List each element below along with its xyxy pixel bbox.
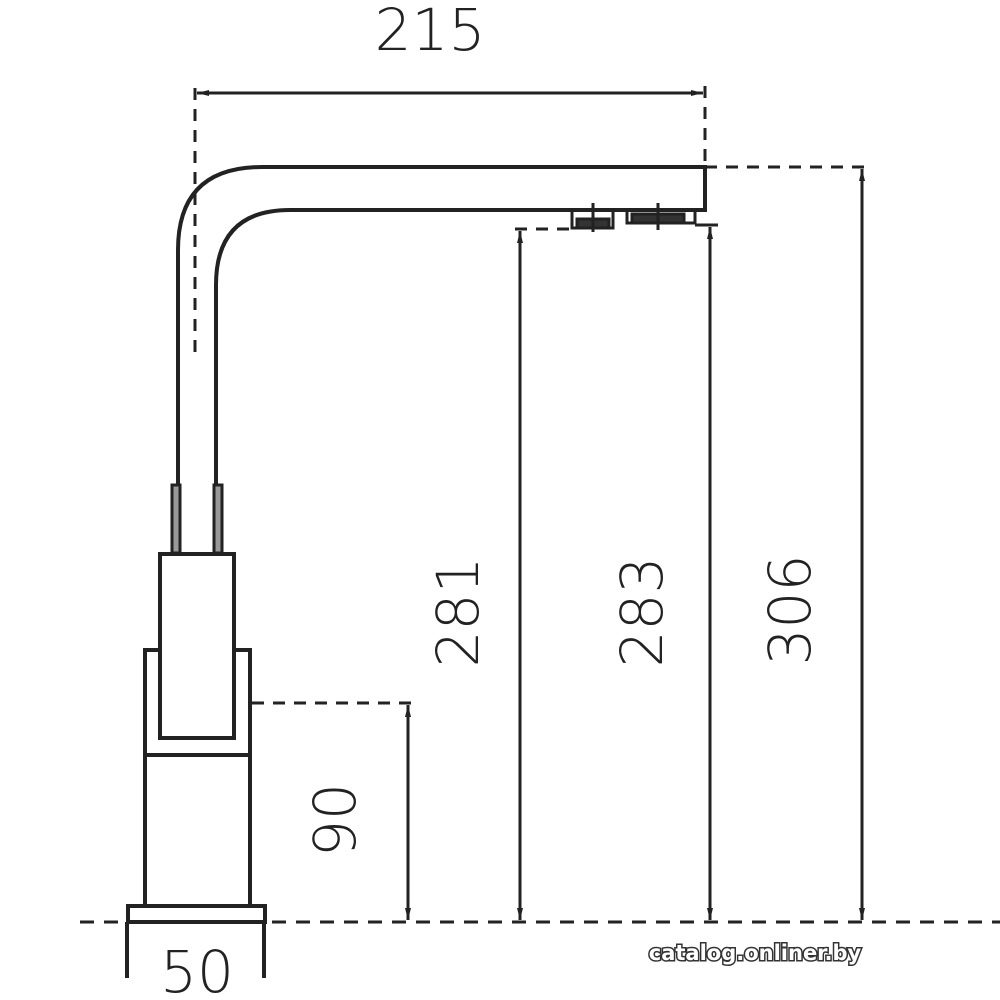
dim-90-label: 90	[301, 783, 369, 857]
base-plate	[126, 904, 267, 924]
body-upper	[143, 648, 252, 905]
aerator-left	[570, 203, 615, 232]
dim-281-label: 281	[424, 557, 492, 668]
lever-block	[158, 552, 236, 740]
handle-stems	[170, 483, 224, 555]
watermark: catalog.onliner.by	[649, 941, 862, 965]
dim-215-label: 215	[375, 0, 486, 64]
aerator-right	[625, 203, 697, 230]
faucet-outline	[126, 165, 707, 924]
dim-50-label: 50	[160, 938, 234, 1000]
dim-283-label: 283	[608, 557, 676, 668]
dimension-lines	[80, 86, 1000, 978]
dim-306-label: 306	[756, 555, 824, 666]
